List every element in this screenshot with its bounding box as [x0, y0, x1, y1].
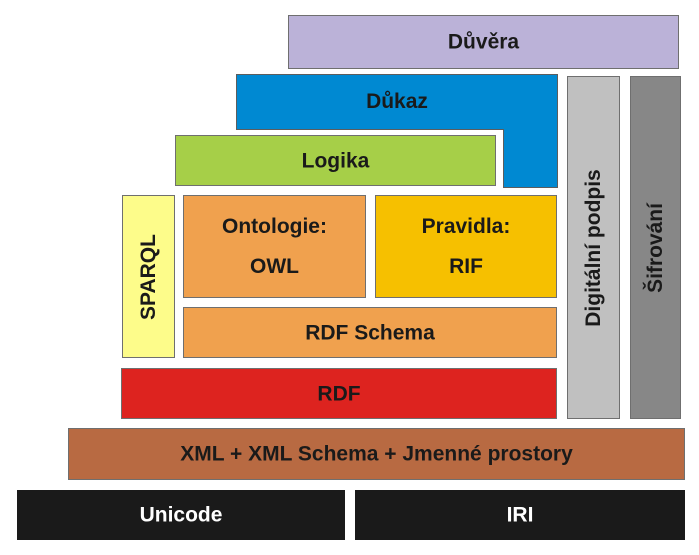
- digital-signature-label: Digitální podpis: [581, 168, 605, 327]
- rif-layer: Pravidla: RIF: [375, 195, 557, 298]
- encryption-layer: Šifrování: [630, 76, 681, 419]
- iri-label: IRI: [506, 503, 534, 527]
- rdf-schema-label: RDF Schema: [305, 320, 435, 344]
- sparql-label: SPARQL: [136, 233, 160, 320]
- logic-layer: Logika: [175, 135, 496, 186]
- trust-layer: Důvěra: [288, 15, 679, 69]
- rdf-label: RDF: [317, 381, 361, 405]
- iri-layer: IRI: [355, 490, 685, 540]
- rif-label-line1: Pravidla:: [421, 214, 511, 238]
- unicode-layer: Unicode: [17, 490, 345, 540]
- owl-label-line2: OWL: [250, 254, 299, 278]
- encryption-label: Šifrování: [643, 202, 667, 293]
- digital-signature-layer: Digitální podpis: [567, 76, 620, 419]
- xml-layer: XML + XML Schema + Jmenné prostory: [68, 428, 685, 480]
- logic-label: Logika: [301, 148, 370, 172]
- unicode-label: Unicode: [139, 503, 223, 527]
- owl-label-line1: Ontologie:: [222, 214, 327, 238]
- sparql-layer: SPARQL: [122, 195, 175, 358]
- proof-label: Důkaz: [366, 90, 428, 113]
- rif-label-line2: RIF: [449, 254, 483, 278]
- rdf-schema-layer: RDF Schema: [183, 307, 557, 358]
- proof-layer: [236, 74, 558, 188]
- trust-label: Důvěra: [447, 30, 520, 54]
- owl-layer: Ontologie: OWL: [183, 195, 366, 298]
- rdf-layer: RDF: [121, 368, 557, 419]
- xml-label: XML + XML Schema + Jmenné prostory: [180, 442, 573, 466]
